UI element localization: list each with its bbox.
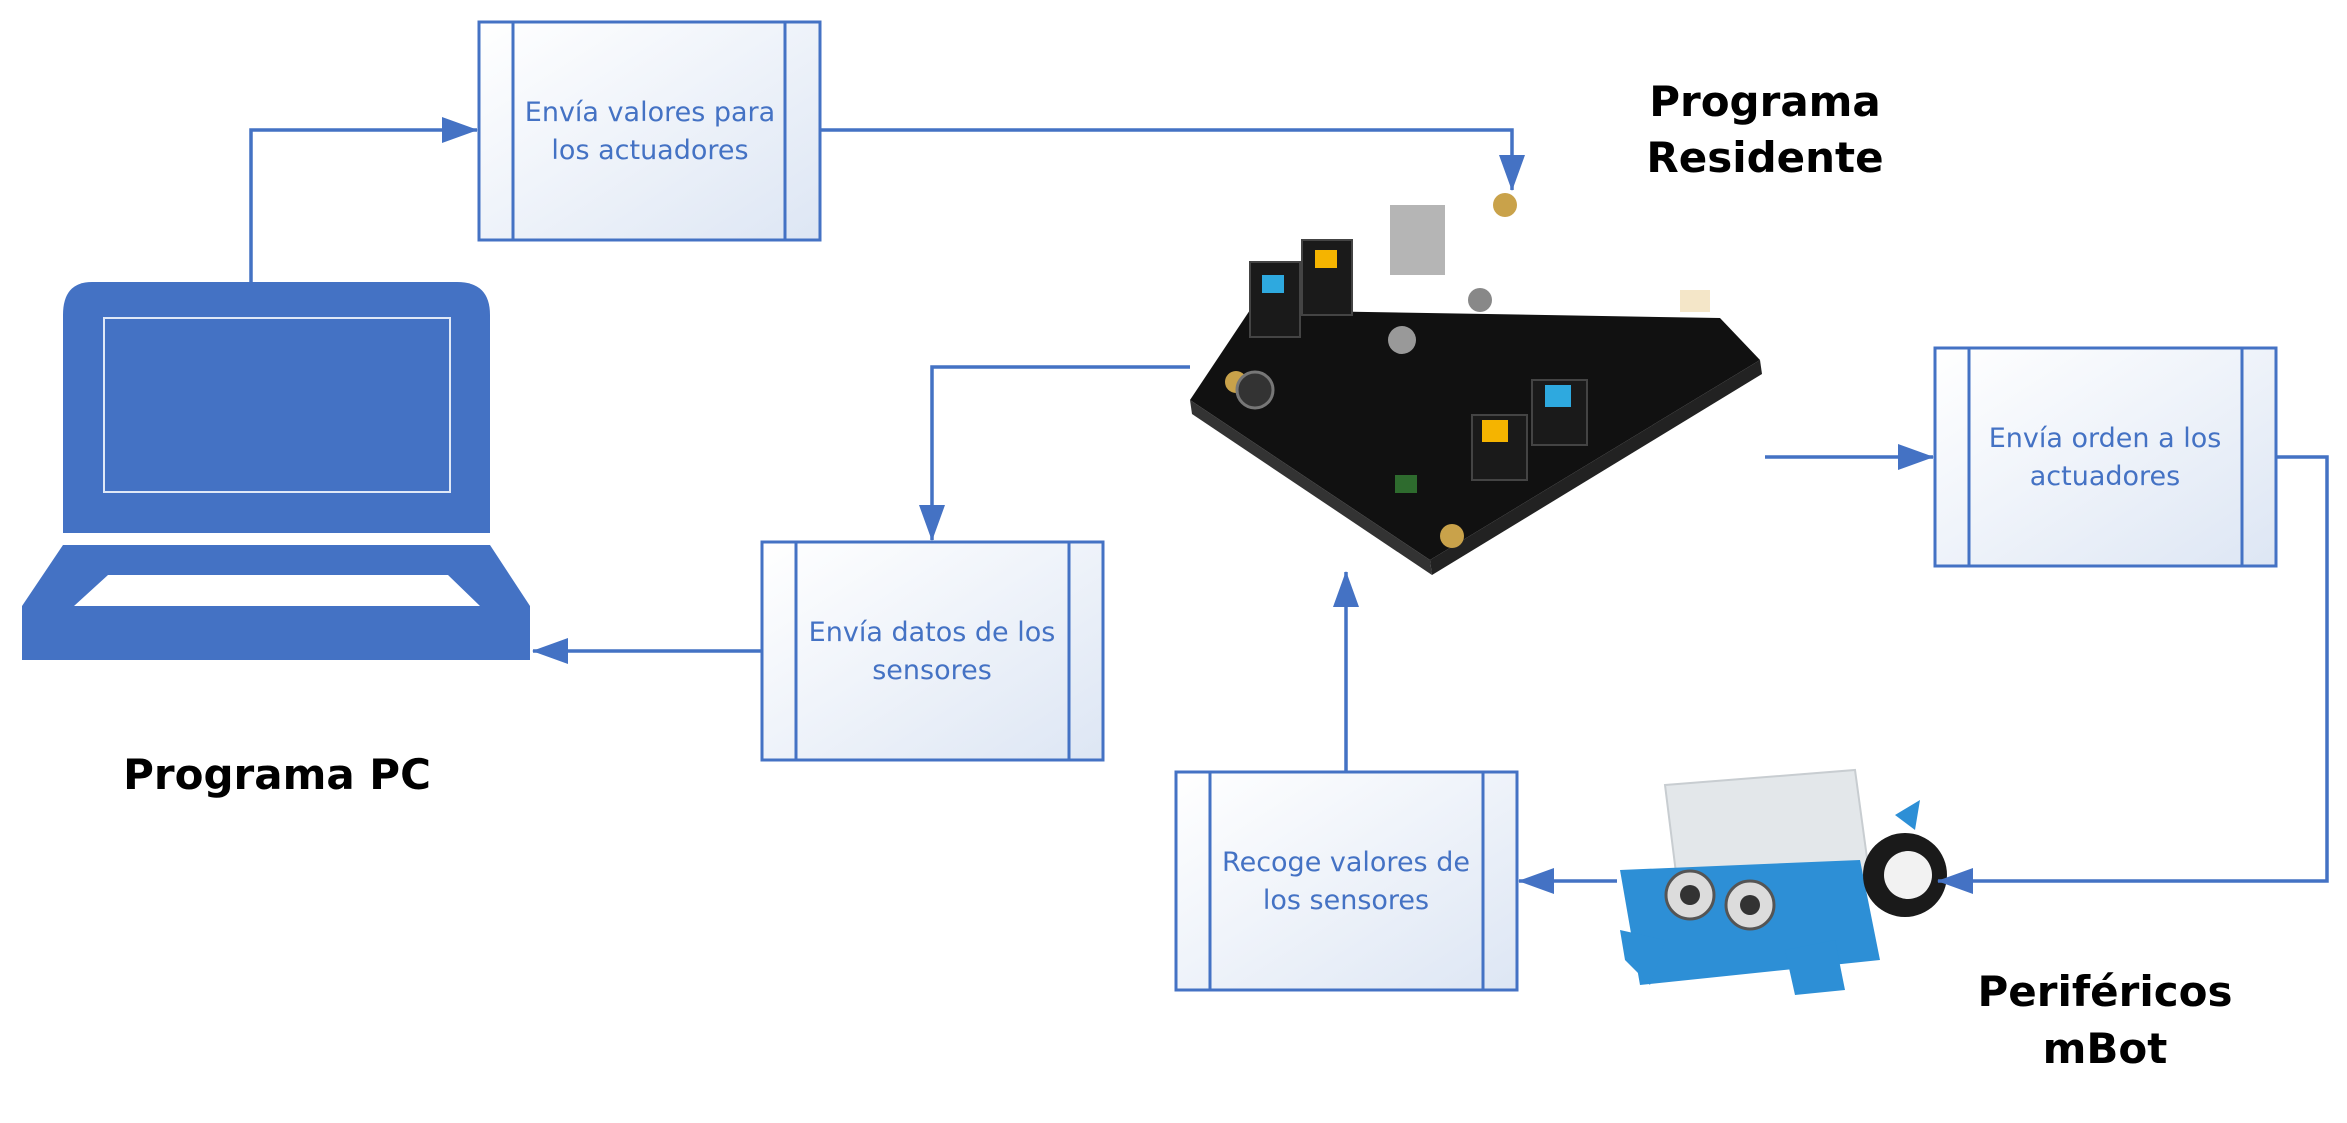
label-perifericos-line2: mBot — [2043, 1024, 2168, 1073]
label-perifericos-line1: Periféricos — [1978, 967, 2233, 1016]
laptop-icon — [22, 282, 530, 660]
connectors — [249, 117, 2329, 894]
process-box-send-order-actuators: Envía orden a los actuadores — [1933, 346, 2278, 568]
arrow-box3-to-robot — [1937, 455, 2329, 894]
process-box-send-actuator-values: Envía valores para los actuadores — [477, 20, 822, 242]
mcore-board-icon — [1190, 193, 1762, 575]
arrow-box1-to-board — [820, 128, 1525, 191]
label-programa-pc: Programa PC — [123, 750, 431, 799]
process-label-line: Recoge valores de — [1222, 847, 1470, 878]
process-label-line: Envía valores para — [525, 97, 775, 128]
arrow-pc-to-box1 — [249, 117, 478, 282]
process-box-collect-sensor-values: Recoge valores de los sensores — [1174, 770, 1519, 992]
process-label-line: los actuadores — [551, 135, 748, 166]
process-label-line: Envía datos de los — [809, 617, 1056, 648]
process-label-line: actuadores — [2030, 461, 2180, 492]
mbot-robot-icon — [1620, 768, 1947, 995]
process-label-line: Envía orden a los — [1989, 423, 2222, 454]
process-label-line: sensores — [872, 655, 992, 686]
label-programa-residente-line2: Residente — [1646, 133, 1883, 182]
process-box-send-sensor-data: Envía datos de los sensores — [760, 540, 1105, 762]
label-programa-residente-line1: Programa — [1649, 77, 1881, 126]
arrow-board-to-box2 — [919, 365, 1190, 541]
process-label-line: los sensores — [1263, 885, 1429, 916]
